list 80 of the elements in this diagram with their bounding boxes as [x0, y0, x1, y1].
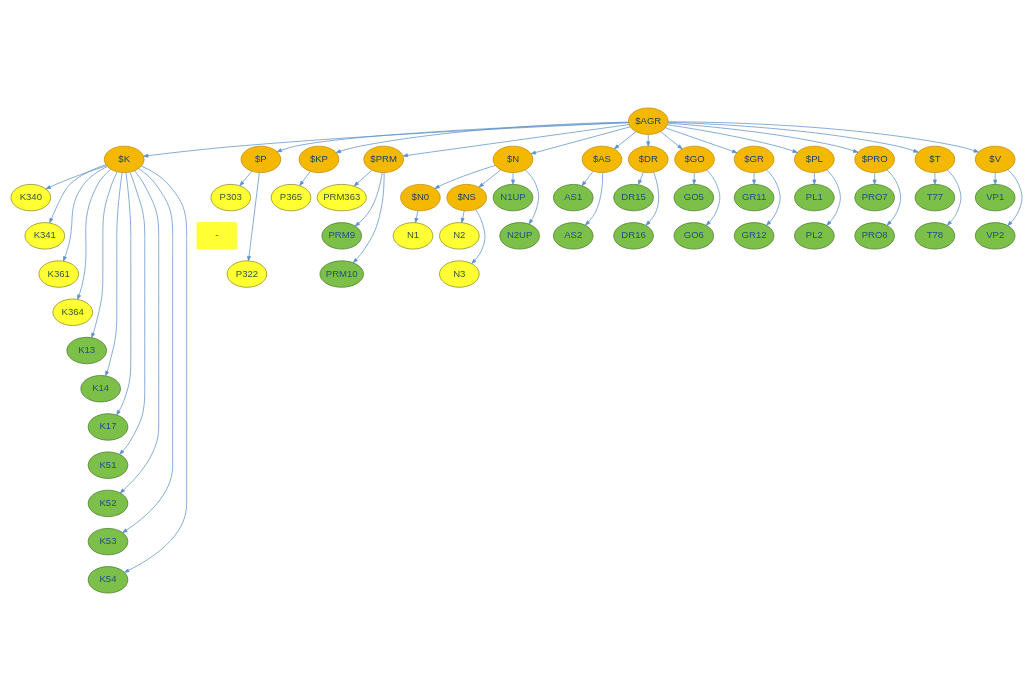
node-ellipse: P322 [226, 259, 268, 288]
arrow [247, 171, 260, 261]
arrow [239, 170, 253, 186]
arrow [530, 126, 631, 154]
node-ellipse: $AGR [628, 107, 669, 135]
node-ellipse: $K [103, 145, 145, 173]
arrow [585, 171, 603, 225]
arrow [638, 171, 644, 185]
arrow [525, 169, 540, 224]
arrow [645, 171, 660, 226]
arrow [667, 122, 859, 153]
arrow [614, 130, 637, 149]
arrow [354, 171, 383, 226]
arrow [826, 169, 841, 226]
arrow [667, 121, 919, 153]
arrow [460, 209, 465, 223]
node-ellipse: N1UP [492, 183, 534, 211]
node-ellipse: T77 [914, 183, 956, 211]
arrow [119, 169, 160, 493]
node-ellipse: N2 [439, 221, 480, 249]
arrow [143, 121, 629, 158]
node-ellipse: VP1 [974, 183, 1016, 211]
node-ellipse: P303 [210, 183, 251, 211]
arrow [124, 165, 187, 573]
node-ellipse: $DR [628, 145, 669, 173]
arrow [665, 127, 738, 153]
arrow [812, 171, 817, 185]
arrow [478, 169, 501, 187]
node-ellipse: AS1 [553, 183, 594, 211]
arrow [353, 169, 373, 186]
arrow [45, 164, 107, 189]
arrow [276, 121, 629, 152]
arrow [646, 133, 651, 146]
node-ellipse: PRO7 [854, 183, 895, 211]
arrow [434, 164, 496, 189]
arrow [660, 130, 683, 149]
arrow [692, 171, 697, 185]
arrow [91, 171, 118, 338]
arrow [1007, 168, 1023, 226]
arrow [471, 208, 486, 264]
node-ellipse: N2UP [499, 221, 540, 249]
node-ellipse: N1 [392, 221, 434, 249]
node-ellipse: K14 [80, 374, 121, 402]
arrow [402, 123, 630, 157]
arrow [335, 121, 629, 153]
node-box: - [196, 221, 237, 249]
node-ellipse: K13 [66, 336, 107, 364]
arrow [63, 165, 108, 261]
node-ellipse: K17 [87, 412, 129, 441]
arrow [116, 171, 132, 415]
node-ellipse: $PRM [363, 145, 404, 173]
arrow [511, 171, 515, 185]
node-ellipse: GR11 [733, 183, 775, 211]
node-ellipse: K341 [24, 221, 65, 249]
arrow [581, 170, 594, 186]
arrow [705, 169, 721, 226]
arrow [414, 209, 419, 223]
arrow [119, 171, 146, 455]
arrow [299, 170, 311, 186]
arrow [352, 171, 385, 263]
arrow [886, 169, 902, 226]
node-ellipse: GO5 [673, 183, 715, 211]
arrow [105, 171, 123, 376]
node-ellipse: K361 [38, 259, 79, 288]
arrow [766, 169, 781, 226]
node-ellipse: DR15 [613, 183, 654, 211]
arrow [993, 171, 998, 185]
node-ellipse: P365 [270, 183, 312, 211]
arrow [667, 123, 798, 153]
node-ellipse: K364 [52, 298, 93, 326]
arrow [872, 171, 877, 185]
arrow [752, 171, 756, 185]
arrow [933, 171, 937, 185]
arrow [667, 120, 979, 152]
arrow [122, 167, 174, 533]
node-ellipse: PL1 [794, 183, 835, 211]
node-ellipse: $N [492, 145, 534, 173]
arrow [77, 168, 112, 300]
arrow [947, 169, 962, 226]
arrow [49, 163, 107, 223]
